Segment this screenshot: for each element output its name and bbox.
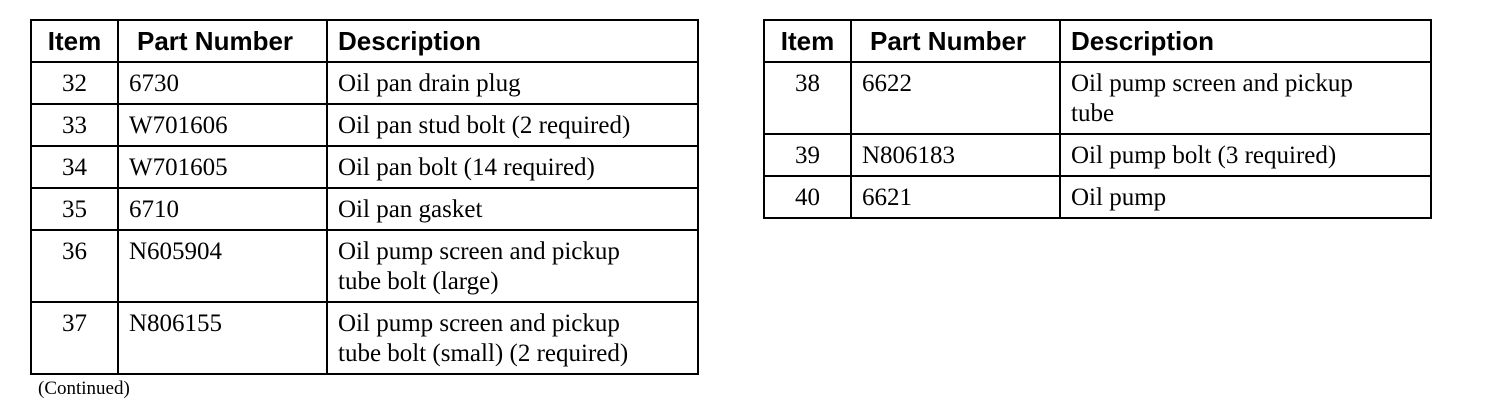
description-line: Oil pump screen and pickup bbox=[338, 310, 620, 337]
header-row: Item Part Number Description bbox=[30, 19, 699, 63]
description: Oil pump screen and pickup tube bolt (la… bbox=[326, 229, 699, 303]
description-line: Oil pan bolt (14 required) bbox=[338, 154, 595, 181]
part-number: N806155 bbox=[117, 301, 328, 375]
item-number: 40 bbox=[763, 175, 852, 219]
item-number: 35 bbox=[30, 187, 119, 231]
parts-table-left: Item Part Number Description 32 6730 Oil… bbox=[30, 19, 699, 375]
header-part-number: Part Number bbox=[850, 19, 1061, 63]
part-number: 6730 bbox=[117, 61, 328, 105]
description: Oil pump bolt (3 required) bbox=[1059, 133, 1432, 177]
table-row: 39 N806183 Oil pump bolt (3 required) bbox=[763, 133, 1432, 177]
item-number: 38 bbox=[763, 61, 852, 135]
item-number: 32 bbox=[30, 61, 119, 105]
continued-note: (Continued) bbox=[38, 378, 130, 399]
part-number: 6710 bbox=[117, 187, 328, 231]
item-number: 34 bbox=[30, 145, 119, 189]
table-row: 34 W701605 Oil pan bolt (14 required) bbox=[30, 145, 699, 189]
description-line: Oil pump bolt (3 required) bbox=[1071, 142, 1337, 169]
description-line: Oil pump screen and pickup bbox=[338, 238, 620, 265]
table-row: 33 W701606 Oil pan stud bolt (2 required… bbox=[30, 103, 699, 147]
description: Oil pan bolt (14 required) bbox=[326, 145, 699, 189]
item-number: 33 bbox=[30, 103, 119, 147]
table-row: 40 6621 Oil pump bbox=[763, 175, 1432, 219]
description: Oil pan stud bolt (2 required) bbox=[326, 103, 699, 147]
table-row: 37 N806155 Oil pump screen and pickup tu… bbox=[30, 301, 699, 375]
parts-table-right: Item Part Number Description 38 6622 Oil… bbox=[763, 19, 1432, 219]
part-number: N806183 bbox=[850, 133, 1061, 177]
description-line: Oil pan stud bolt (2 required) bbox=[338, 112, 631, 139]
header-part-number: Part Number bbox=[117, 19, 328, 63]
table-row: 36 N605904 Oil pump screen and pickup tu… bbox=[30, 229, 699, 303]
description-line: Oil pump bbox=[1071, 184, 1167, 211]
header-item: Item bbox=[763, 19, 852, 63]
header-row: Item Part Number Description bbox=[763, 19, 1432, 63]
part-number: W701606 bbox=[117, 103, 328, 147]
part-number: W701605 bbox=[117, 145, 328, 189]
part-number: N605904 bbox=[117, 229, 328, 303]
description: Oil pump screen and pickup tube bolt (sm… bbox=[326, 301, 699, 375]
part-number: 6622 bbox=[850, 61, 1061, 135]
table-row: 35 6710 Oil pan gasket bbox=[30, 187, 699, 231]
description: Oil pump screen and pickup tube bbox=[1059, 61, 1432, 135]
description-line: Oil pan gasket bbox=[338, 196, 483, 223]
description-line: tube bbox=[1071, 100, 1115, 127]
header-description: Description bbox=[326, 19, 699, 63]
description: Oil pump bbox=[1059, 175, 1432, 219]
description-line: Oil pump screen and pickup bbox=[1071, 70, 1353, 97]
item-number: 36 bbox=[30, 229, 119, 303]
part-number: 6621 bbox=[850, 175, 1061, 219]
description-line: tube bolt (small) (2 required) bbox=[338, 340, 629, 367]
description: Oil pan drain plug bbox=[326, 61, 699, 105]
header-item: Item bbox=[30, 19, 119, 63]
description: Oil pan gasket bbox=[326, 187, 699, 231]
header-description: Description bbox=[1059, 19, 1432, 63]
item-number: 37 bbox=[30, 301, 119, 375]
table-row: 32 6730 Oil pan drain plug bbox=[30, 61, 699, 105]
description-line: Oil pan drain plug bbox=[338, 70, 521, 97]
table-row: 38 6622 Oil pump screen and pickup tube bbox=[763, 61, 1432, 135]
item-number: 39 bbox=[763, 133, 852, 177]
description-line: tube bolt (large) bbox=[338, 268, 499, 295]
